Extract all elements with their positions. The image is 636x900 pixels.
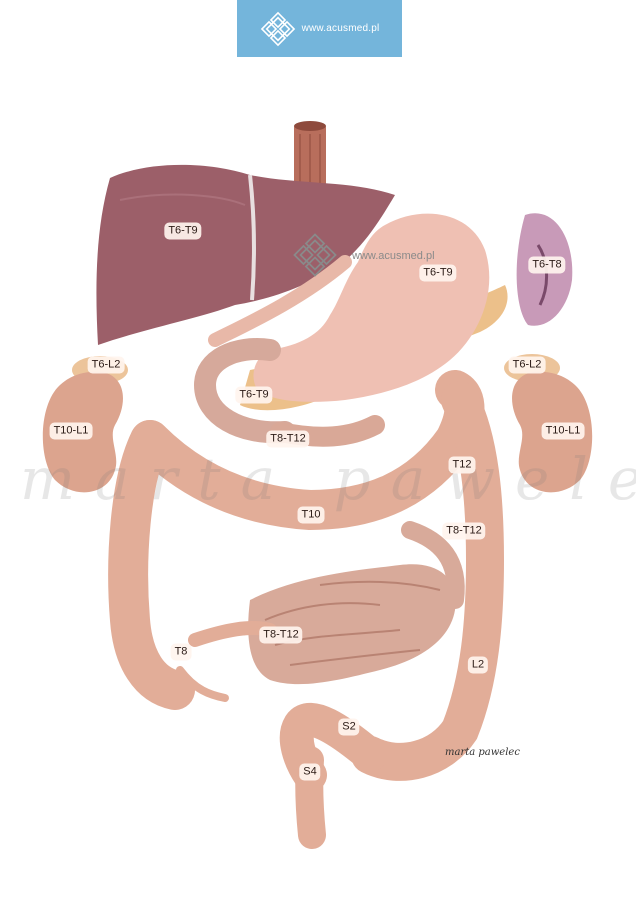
- label-kidney-left: T10-L1: [49, 422, 93, 440]
- appendix-tip: [176, 666, 229, 702]
- descending-colon: [351, 381, 505, 781]
- label-adrenal-right: T6-L2: [508, 356, 546, 374]
- label-stomach: T6-T9: [419, 264, 457, 282]
- label-duodenum: T8-T12: [266, 430, 310, 448]
- header-banner: www.acusmed.pl: [237, 0, 402, 57]
- header-url: www.acusmed.pl: [301, 23, 380, 34]
- label-ileum: T8-T12: [259, 626, 303, 644]
- small-intestine: [248, 521, 465, 685]
- label-sigmoid-colon: S2: [338, 718, 360, 736]
- stomach: [193, 213, 490, 444]
- label-transverse-colon-flexure: T12: [448, 456, 476, 474]
- esophagus: [294, 121, 326, 194]
- label-adrenal-left: T6-L2: [87, 356, 125, 374]
- label-transverse-colon: T10: [297, 506, 325, 524]
- label-liver: T6-T9: [164, 222, 202, 240]
- watermark-logo-icon: [293, 233, 337, 277]
- watermark-url: www.acusmed.pl: [352, 250, 435, 262]
- label-pancreas: T6-T9: [235, 386, 273, 404]
- ascending-colon: [108, 420, 195, 710]
- artist-signature: marta pawelec: [445, 747, 520, 758]
- label-kidney-right: T10-L1: [541, 422, 585, 440]
- label-small-intestine-upper: T8-T12: [442, 522, 486, 540]
- acusmed-logo-icon: [260, 11, 295, 46]
- label-spleen: T6-T8: [528, 256, 566, 274]
- liver: [96, 164, 395, 345]
- script-watermark: marta pawelec: [20, 445, 636, 513]
- label-descending-colon: L2: [467, 656, 489, 674]
- label-appendix: T8: [170, 643, 192, 661]
- label-rectum: S4: [299, 763, 321, 781]
